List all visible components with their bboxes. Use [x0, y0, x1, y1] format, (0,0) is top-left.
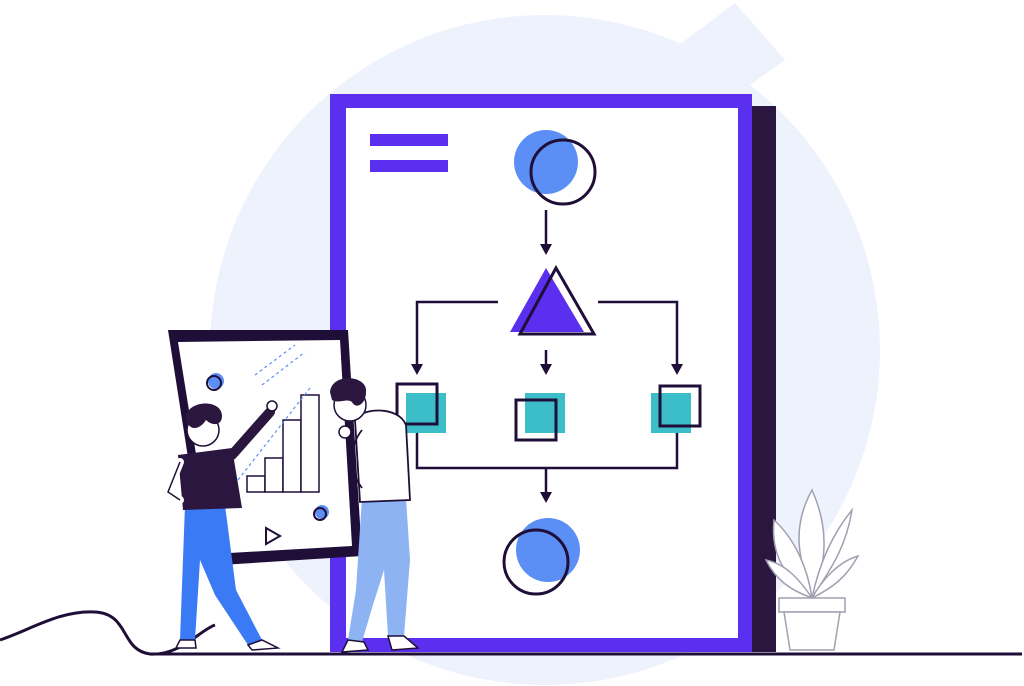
flowchart-process-square-icon [514, 393, 565, 442]
flowchart-process-square-icon [395, 382, 446, 433]
flowchart-decision-triangle-icon [510, 264, 597, 336]
person-thinking [330, 378, 420, 653]
arrowheads [411, 244, 683, 503]
flowchart-end-circle-icon [502, 518, 580, 596]
decorative-diamond [675, 3, 785, 85]
flowchart-process-square-icon [651, 384, 702, 433]
board-dot-icon [313, 505, 329, 521]
play-icon[interactable] [265, 526, 283, 546]
bar-chart-icon [246, 394, 320, 493]
flowchart-start-circle-icon [514, 130, 597, 206]
board-dot-icon [206, 373, 224, 391]
person-pointing [163, 400, 281, 651]
trend-lines [237, 344, 311, 481]
potted-plant-icon [764, 488, 860, 651]
hamburger-menu-icon[interactable] [370, 134, 448, 172]
flowchart-connectors [415, 210, 679, 496]
